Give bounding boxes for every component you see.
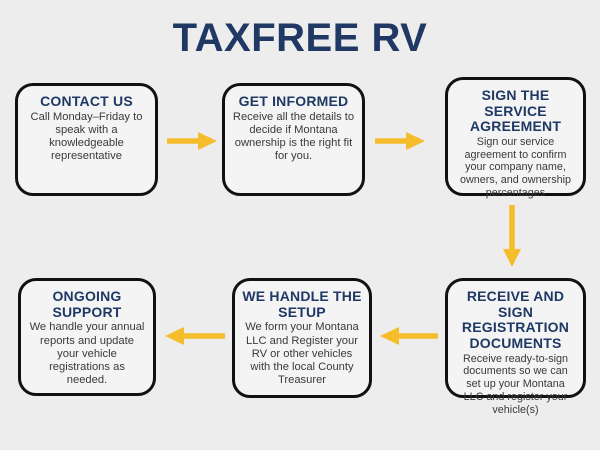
step-body-we-handle-the-setup: We form your Montana LLC and Register yo… — [245, 321, 359, 387]
step-body-ongoing-support: We handle your annual reports and update… — [29, 321, 145, 387]
step-title-ongoing-support: ONGOING SUPPORT — [52, 288, 122, 320]
arrow-right-icon-informed-to-sign — [375, 129, 425, 153]
arrow-right-icon-contact-to-informed — [167, 129, 217, 153]
step-body-contact-us: Call Monday–Friday to speak with a knowl… — [30, 110, 143, 163]
step-box-ongoing-support: ONGOING SUPPORT We handle your annual re… — [18, 278, 156, 396]
step-box-receive-and-sign-registration-documents: RECEIVE AND SIGN REGISTRATION DOCUMENTS … — [445, 278, 586, 416]
step-box-contact-us: CONTACT US Call Monday–Friday to speak w… — [15, 83, 158, 196]
step-body-receive-and-sign-registration-documents: Receive ready-to-sign documents so we ca… — [462, 352, 569, 416]
arrow-left-icon-setup-to-support — [165, 324, 225, 348]
step-title-get-informed: GET INFORMED — [238, 93, 349, 109]
arrow-left-icon-receive-to-setup — [380, 324, 438, 348]
page-title: TAXFREE RV — [172, 16, 428, 60]
step-title-we-handle-the-setup: WE HANDLE THE SETUP — [242, 288, 362, 320]
step-body-get-informed: Receive all the details to decide if Mon… — [232, 110, 355, 163]
step-title-sign-service-agreement: SIGN THE SERVICE AGREEMENT — [469, 87, 562, 135]
step-title-receive-and-sign-registration-documents: RECEIVE AND SIGN REGISTRATION DOCUMENTS — [461, 288, 570, 352]
step-box-we-handle-the-setup: WE HANDLE THE SETUP We form your Montana… — [232, 278, 372, 398]
step-box-sign-service-agreement: SIGN THE SERVICE AGREEMENT Sign our serv… — [445, 77, 586, 199]
step-body-sign-service-agreement: Sign our service agreement to confirm yo… — [459, 136, 572, 199]
arrow-down-icon-sign-to-receive — [500, 205, 524, 267]
step-title-contact-us: CONTACT US — [40, 93, 133, 109]
step-box-get-informed: GET INFORMED Receive all the details to … — [222, 83, 365, 196]
